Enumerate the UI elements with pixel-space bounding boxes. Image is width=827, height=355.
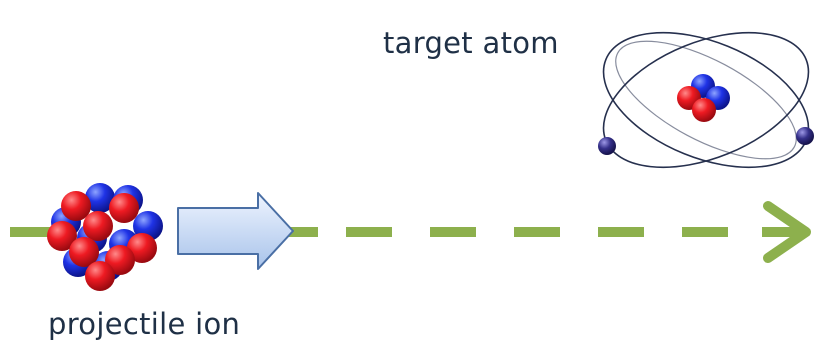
atom-icon (598, 31, 814, 169)
ion-nucleus-icon (47, 183, 163, 291)
proton (61, 191, 91, 221)
proton (47, 221, 77, 251)
electron (598, 137, 616, 155)
proton (127, 233, 157, 263)
proton (109, 193, 139, 223)
proton (85, 261, 115, 291)
neutron (85, 183, 115, 213)
proton (692, 98, 716, 122)
electron (796, 127, 814, 145)
atom-nucleus (677, 74, 730, 122)
proton (83, 211, 113, 241)
trajectory-arrowhead-icon (763, 201, 811, 263)
projectile-ion-label: projectile ion (48, 307, 241, 341)
electron-orbit (615, 40, 797, 160)
proton (105, 245, 135, 275)
motion-arrow-icon (177, 192, 294, 270)
proton (69, 237, 99, 267)
target-atom-label: target atom (383, 26, 559, 60)
